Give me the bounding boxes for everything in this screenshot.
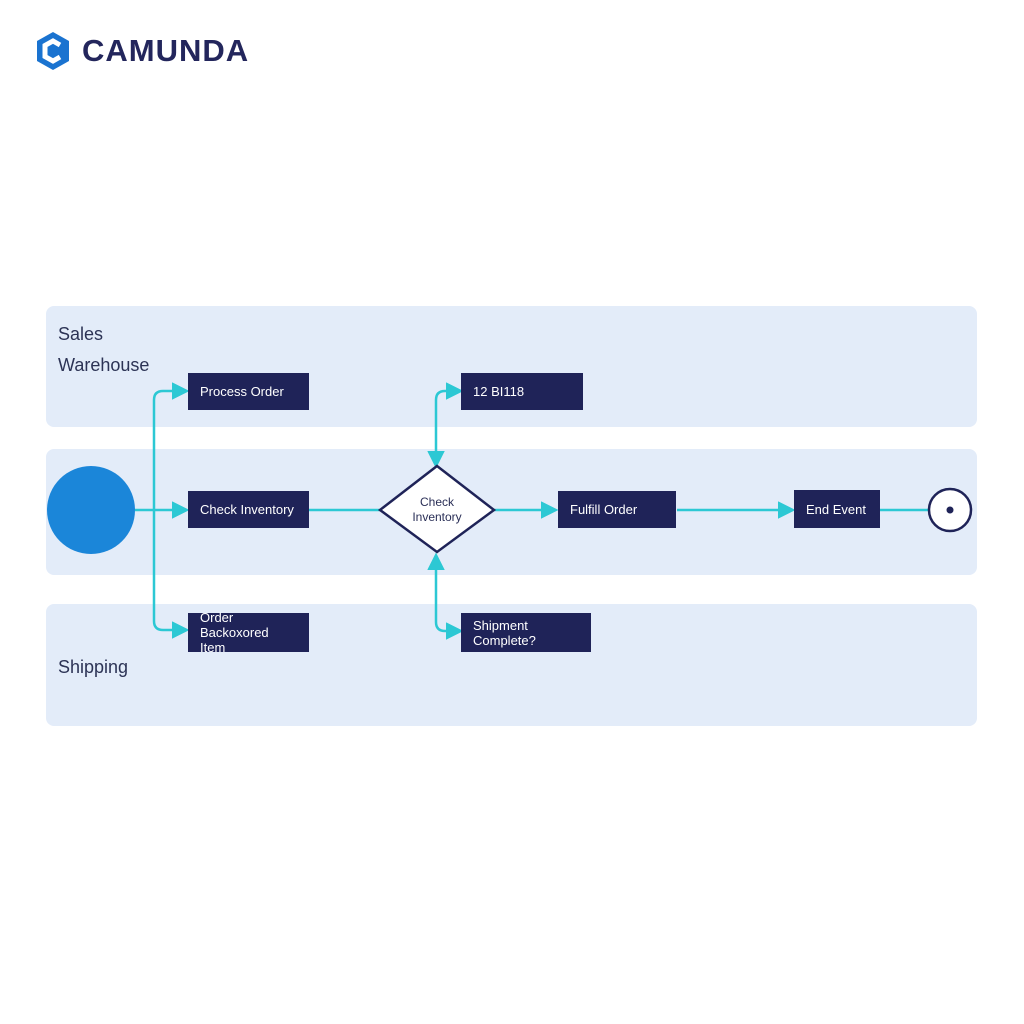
brand-name: CAMUNDA bbox=[82, 33, 250, 68]
start-event-icon bbox=[47, 466, 135, 554]
lane-label-sales: Sales bbox=[58, 324, 104, 344]
task-label: End Event bbox=[806, 501, 866, 517]
task-label: 12 BI118 bbox=[473, 384, 525, 399]
flow-gateway-to-top-task bbox=[427, 382, 464, 469]
task-shipment-complete[interactable]: Shipment Complete? bbox=[461, 613, 591, 652]
end-event-dot bbox=[946, 506, 954, 514]
lane-label-warehouse: Warehouse bbox=[58, 355, 150, 375]
camunda-logo-icon bbox=[37, 32, 69, 70]
task-unknown[interactable]: 12 BI118 bbox=[461, 373, 583, 410]
task-fulfill-order[interactable]: Fulfill Order bbox=[558, 491, 676, 528]
lane-label-shipping: Shipping bbox=[58, 657, 129, 677]
task-check-inventory[interactable]: Check Inventory bbox=[188, 491, 309, 528]
task-label: Shipment Complete? bbox=[473, 617, 536, 648]
brand-logo[interactable]: CAMUNDA bbox=[34, 30, 249, 72]
gateway-label: Check Inventory bbox=[412, 495, 462, 524]
task-order-backordered[interactable]: Order Backoxored Item bbox=[188, 610, 309, 655]
task-label: Order Backoxored Item bbox=[200, 610, 269, 655]
task-label: Check Inventory bbox=[200, 502, 294, 517]
task-end-event[interactable]: End Event bbox=[794, 490, 880, 528]
flow-gateway-to-shipment bbox=[427, 552, 464, 640]
gateway-diamond bbox=[377, 464, 497, 554]
task-process-order[interactable]: Process Order bbox=[188, 373, 309, 410]
flow-to-process-order bbox=[152, 382, 190, 510]
task-label: Process Order bbox=[200, 384, 284, 399]
task-label: Fulfill Order bbox=[570, 502, 638, 517]
flow-to-order-backordered bbox=[152, 510, 190, 639]
